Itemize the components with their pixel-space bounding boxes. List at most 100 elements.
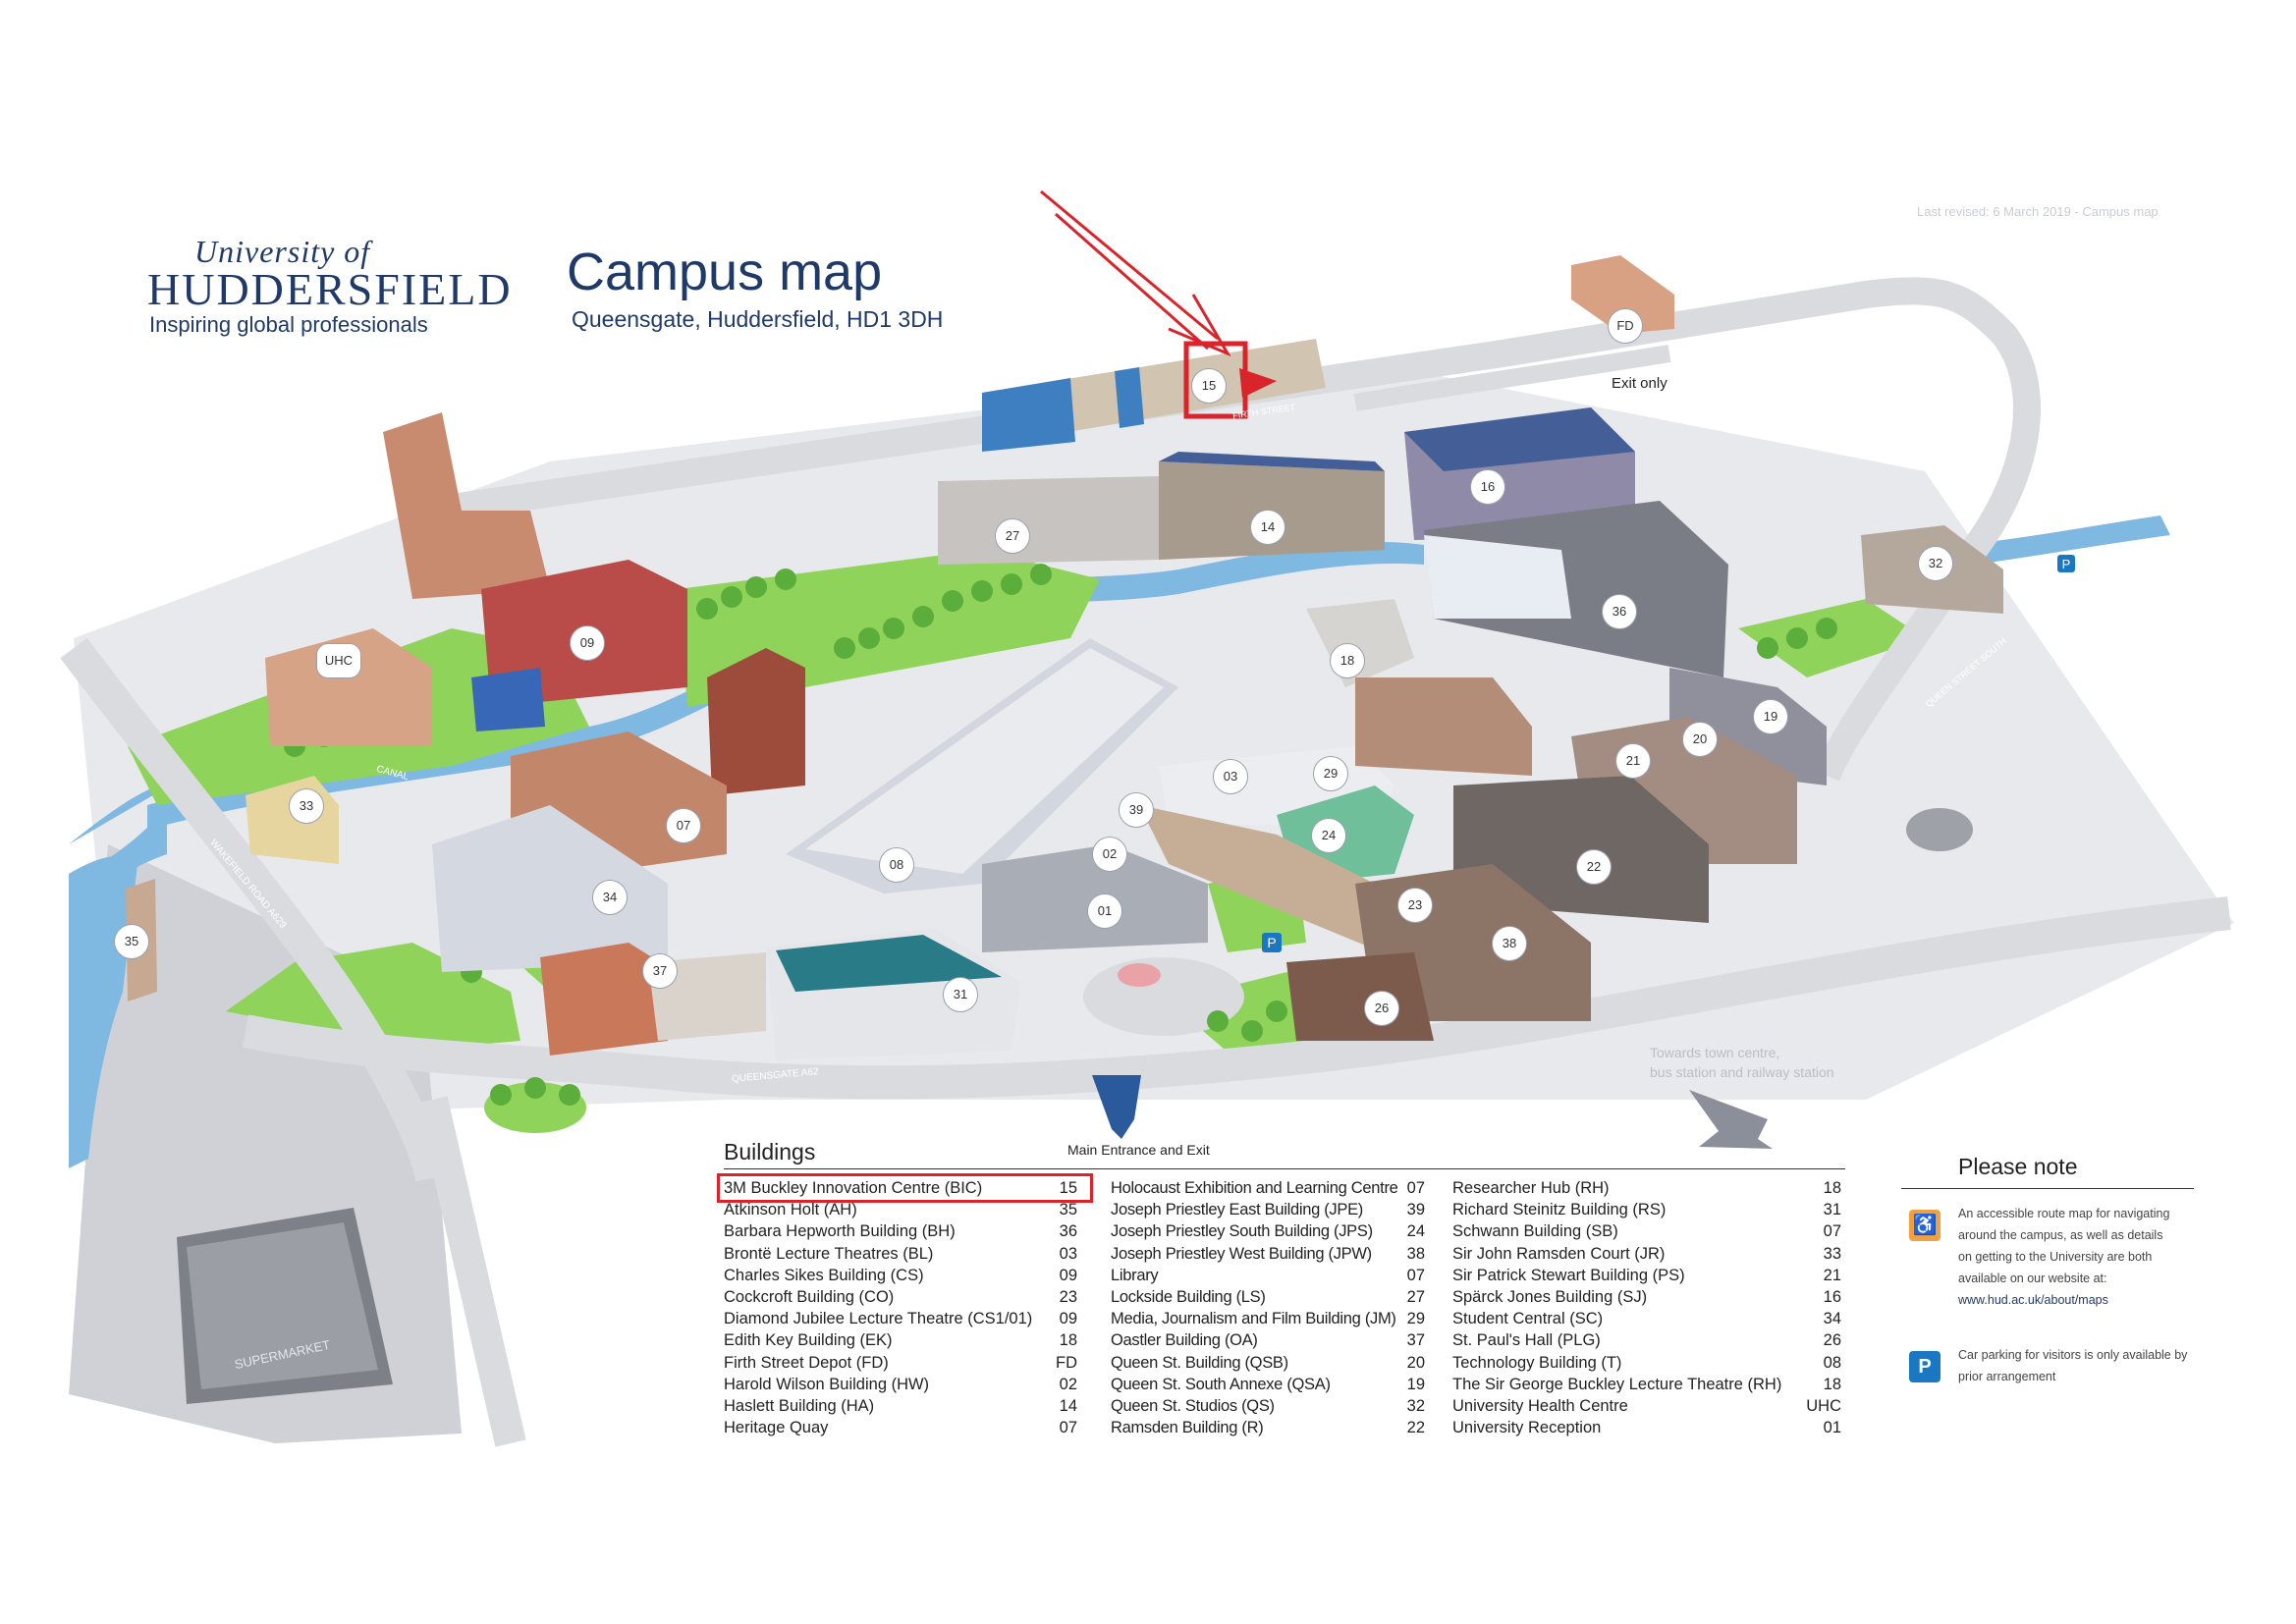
building-code: 35 — [1059, 1201, 1077, 1219]
building-row[interactable]: Charles Sikes Building (CS)09 — [724, 1265, 1077, 1286]
red-pointer-arrow — [1040, 189, 1231, 357]
building-row[interactable]: The Sir George Buckley Lecture Theatre (… — [1452, 1374, 1841, 1395]
building-row[interactable]: Sir John Ramsden Court (JR)33 — [1452, 1243, 1841, 1265]
road-exit — [1353, 345, 1671, 411]
map-pin-20[interactable]: 20 — [1682, 722, 1718, 757]
building-row[interactable]: Technology Building (T)08 — [1452, 1352, 1841, 1374]
building-row[interactable]: Queen St. South Annexe (QSA)19 — [1111, 1374, 1425, 1395]
map-pin-16[interactable]: 16 — [1470, 469, 1505, 505]
map-pin-39[interactable]: 39 — [1119, 792, 1154, 828]
map-pin-24[interactable]: 24 — [1311, 818, 1346, 853]
map-pin-22[interactable]: 22 — [1576, 849, 1612, 885]
building-code: 31 — [1823, 1201, 1841, 1219]
building-row[interactable]: Spärck Jones Building (SJ)16 — [1452, 1286, 1841, 1308]
wheelchair-icon: ♿ — [1909, 1210, 1941, 1241]
map-pin-07[interactable]: 07 — [666, 808, 701, 843]
parking-icon-map-1-letter: P — [2062, 557, 2071, 571]
supermarket-roof — [187, 1222, 378, 1389]
map-pin-32[interactable]: 32 — [1918, 546, 1953, 581]
building-row[interactable]: 3M Buckley Innovation Centre (BIC)15 — [724, 1177, 1077, 1199]
map-pin-19[interactable]: 19 — [1753, 699, 1788, 734]
map-pin-02[interactable]: 02 — [1092, 837, 1127, 872]
building-row[interactable]: Joseph Priestley East Building (JPE)39 — [1111, 1199, 1425, 1220]
building-37 — [540, 943, 668, 1056]
building-row[interactable]: Holocaust Exhibition and Learning Centre… — [1111, 1177, 1425, 1199]
map-pin-fd[interactable]: FD — [1608, 308, 1643, 344]
map-pin-01[interactable]: 01 — [1087, 893, 1122, 929]
building-row[interactable]: Haslett Building (HA)14 — [724, 1395, 1077, 1417]
building-row[interactable]: Richard Steinitz Building (RS)31 — [1452, 1199, 1841, 1220]
building-row[interactable]: Schwann Building (SB)07 — [1452, 1220, 1841, 1242]
map-pin-31[interactable]: 31 — [943, 977, 978, 1012]
maps-website-link[interactable]: www.hud.ac.uk/about/maps — [1958, 1293, 2108, 1307]
building-row[interactable]: Lockside Building (LS)27 — [1111, 1286, 1425, 1308]
building-row[interactable]: Joseph Priestley South Building (JPS)24 — [1111, 1220, 1425, 1242]
building-row[interactable]: Harold Wilson Building (HW)02 — [724, 1374, 1077, 1395]
map-pin-26[interactable]: 26 — [1364, 991, 1399, 1026]
buildings-divider — [724, 1168, 1845, 1169]
map-pin-21[interactable]: 21 — [1615, 743, 1651, 779]
building-row[interactable]: Diamond Jubilee Lecture Theatre (CS1/01)… — [724, 1308, 1077, 1329]
building-row[interactable]: Researcher Hub (RH)18 — [1452, 1177, 1841, 1199]
map-pin-27[interactable]: 27 — [995, 518, 1030, 554]
building-row[interactable]: Atkinson Holt (AH)35 — [724, 1199, 1077, 1220]
building-row[interactable]: Firth Street Depot (FD)FD — [724, 1352, 1077, 1374]
building-16-roof — [1404, 407, 1635, 471]
map-pin-23[interactable]: 23 — [1397, 888, 1433, 923]
building-name: 3M Buckley Innovation Centre (BIC) — [724, 1179, 983, 1197]
buildings-column-2: Holocaust Exhibition and Learning Centre… — [1111, 1177, 1425, 1438]
map-pin-37[interactable]: 37 — [642, 953, 678, 989]
building-18 — [1306, 599, 1414, 687]
building-row[interactable]: Ramsden Building (R)22 — [1111, 1417, 1425, 1438]
map-pin-38[interactable]: 38 — [1492, 926, 1527, 961]
accessible-note-line-1: An accessible route map for navigating — [1958, 1207, 2170, 1220]
map-pin-35[interactable]: 35 — [114, 924, 149, 959]
map-pin-29[interactable]: 29 — [1313, 756, 1348, 791]
map-pin-18[interactable]: 18 — [1330, 643, 1365, 678]
building-row[interactable]: Queen St. Building (QSB)20 — [1111, 1352, 1425, 1374]
building-row[interactable]: Queen St. Studios (QS)32 — [1111, 1395, 1425, 1417]
building-row[interactable]: Oastler Building (OA)37 — [1111, 1329, 1425, 1351]
map-pin-15[interactable]: 15 — [1191, 368, 1227, 404]
road-queensgate — [242, 896, 2231, 1100]
campus-address: Queensgate, Huddersfield, HD1 3DH — [572, 306, 944, 332]
building-fd — [1571, 255, 1674, 334]
building-code: 08 — [1823, 1353, 1841, 1372]
building-row[interactable]: Student Central (SC)34 — [1452, 1308, 1841, 1329]
building-name: Ramsden Building (R) — [1111, 1419, 1264, 1437]
building-code: 18 — [1823, 1179, 1841, 1197]
building-row[interactable]: St. Paul's Hall (PLG)26 — [1452, 1329, 1841, 1351]
building-uhc — [265, 628, 432, 746]
building-row[interactable]: Cockcroft Building (CO)23 — [724, 1286, 1077, 1308]
building-code: 34 — [1823, 1310, 1841, 1328]
parking-icon-map-1 — [2057, 555, 2075, 572]
roundabout-right — [1906, 808, 1973, 851]
map-pin-14[interactable]: 14 — [1250, 510, 1285, 545]
building-row[interactable]: Edith Key Building (EK)18 — [724, 1329, 1077, 1351]
building-code: 39 — [1406, 1201, 1425, 1219]
map-pin-33[interactable]: 33 — [289, 788, 324, 824]
parking-icon-map-2 — [1262, 933, 1282, 952]
building-row[interactable]: Sir Patrick Stewart Building (PS)21 — [1452, 1265, 1841, 1286]
building-34 — [432, 805, 668, 972]
map-pin-34[interactable]: 34 — [592, 880, 628, 915]
building-code: 14 — [1059, 1396, 1077, 1415]
building-row[interactable]: Brontë Lecture Theatres (BL)03 — [724, 1243, 1077, 1265]
towards-town-label: Towards town centre, bus station and rai… — [1650, 1043, 1905, 1082]
map-pin-08[interactable]: 08 — [879, 847, 914, 883]
map-pin-uhc[interactable]: UHC — [316, 643, 361, 678]
building-name: Heritage Quay — [724, 1419, 829, 1437]
building-row[interactable]: Barbara Hepworth Building (BH)36 — [724, 1220, 1077, 1242]
building-code: 19 — [1406, 1375, 1425, 1393]
map-pin-36[interactable]: 36 — [1602, 594, 1637, 629]
building-row[interactable]: Joseph Priestley West Building (JPW)38 — [1111, 1243, 1425, 1265]
map-pin-09[interactable]: 09 — [570, 625, 605, 661]
map-pin-03[interactable]: 03 — [1213, 759, 1248, 794]
building-36-face — [1424, 535, 1571, 619]
building-row[interactable]: Media, Journalism and Film Building (JM)… — [1111, 1308, 1425, 1329]
building-code: 07 — [1823, 1222, 1841, 1241]
